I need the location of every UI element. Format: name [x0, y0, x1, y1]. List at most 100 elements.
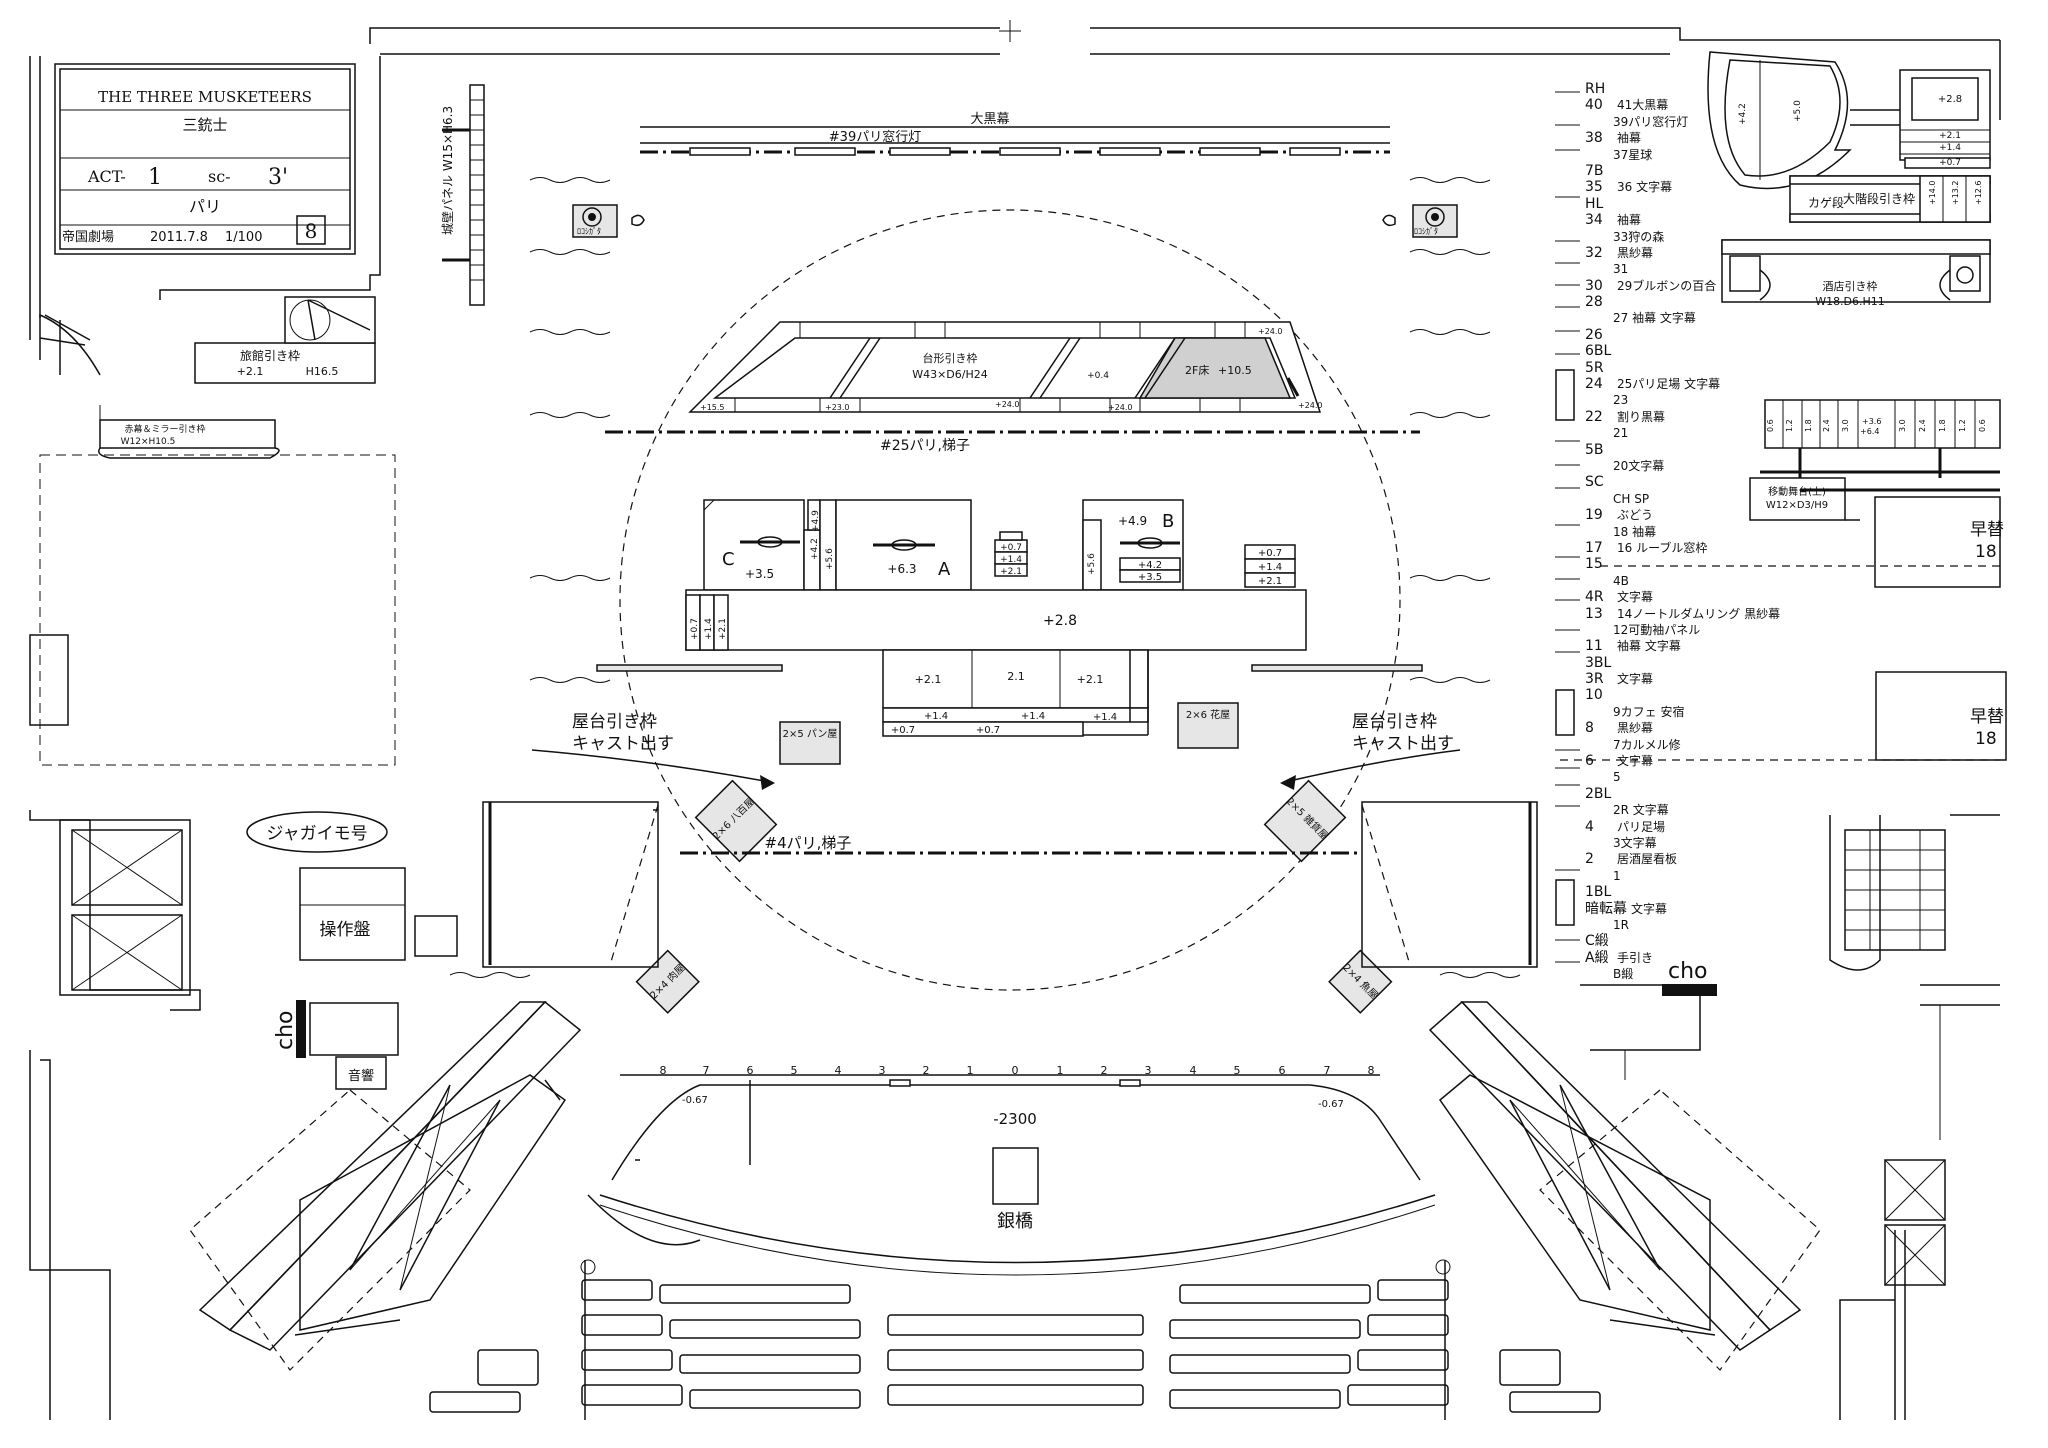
- flower-shop-label: 2×6 花屋: [1186, 708, 1230, 721]
- mob-10: 1.2: [1958, 419, 1967, 432]
- line-set-row: 1: [1585, 869, 1785, 885]
- line-set-label: 16 ルーブル窓枠: [1617, 540, 1708, 555]
- unit-a-label: A: [938, 559, 951, 580]
- seating: [429, 1259, 1601, 1420]
- mark-10: 2: [1101, 1064, 1108, 1077]
- line-set-number: 15: [1585, 556, 1603, 573]
- line-set-row: SC: [1585, 475, 1785, 491]
- yatai-left-2: キャスト出す: [572, 734, 674, 754]
- line-set-number: C緞: [1585, 933, 1609, 950]
- line-set-row: 7カルメル修: [1585, 738, 1785, 754]
- line-set-row: 33狩の森: [1585, 230, 1785, 246]
- line-set-number: 34: [1585, 212, 1603, 229]
- castle-wall-panel: [442, 84, 485, 306]
- tavern-dims: W18.D6.H11: [1815, 295, 1885, 308]
- line-set-row: 10: [1585, 688, 1785, 704]
- line-set-label: 33狩の森: [1613, 229, 1665, 244]
- line-set-row: 9カフェ 安宿: [1585, 705, 1785, 721]
- theatre-walls: [29, 20, 2001, 1420]
- line-set-row: 24 25パリ足場 文字幕: [1585, 377, 1785, 393]
- floor-2f: 2F床: [1185, 363, 1209, 377]
- unit-c-label: C: [722, 549, 735, 570]
- v-4-2: +4.2: [810, 538, 820, 560]
- lower2-1: +1.4: [1021, 711, 1045, 722]
- line-set-number: 6: [1585, 753, 1594, 770]
- mob-6: +6.4: [1860, 427, 1879, 436]
- line-set-number: 2: [1585, 851, 1594, 868]
- st-a-0: +0.7: [1000, 543, 1022, 553]
- line-set-ticks: [1555, 91, 1580, 963]
- right-top-h-4-2: +4.2: [1738, 103, 1748, 125]
- title-text: THE THREE MUSKETEERS: [98, 88, 312, 106]
- line-set-row: 21: [1585, 426, 1785, 442]
- h-24-c: +24.0: [1298, 401, 1323, 410]
- line-set-label: 7カルメル修: [1613, 737, 1681, 752]
- line-set-row: 31: [1585, 262, 1785, 278]
- line-set-number: 35: [1585, 179, 1603, 196]
- silver-bridge-label: 銀橋: [997, 1211, 1033, 1232]
- line-set-label: パリ足場: [1617, 819, 1666, 834]
- mob-4: 3.0: [1841, 419, 1850, 432]
- pit-label: -2300: [993, 1110, 1037, 1128]
- mark-11: 3: [1145, 1064, 1152, 1077]
- mob-9: 1.8: [1938, 419, 1947, 432]
- ladder-4-label: #4パリ,梯子: [765, 834, 852, 852]
- act-label: ACT-: [87, 167, 126, 186]
- line-set-label: 25パリ足場 文字幕: [1617, 377, 1721, 392]
- line-set-row: 5B: [1585, 441, 1785, 459]
- h-24-top: +24.0: [1258, 327, 1283, 336]
- line-set-number: 24: [1585, 376, 1603, 393]
- platform-label: 台形引き枠: [923, 351, 978, 365]
- mob-2: 1.8: [1804, 419, 1813, 432]
- right-cho-bar: [1662, 984, 1717, 996]
- mark-1: 7: [703, 1064, 710, 1077]
- left-corner-arc: [39, 313, 101, 376]
- line-set-number: 5B: [1585, 441, 1604, 458]
- line-set-row: 1BL: [1585, 885, 1785, 901]
- mirror-label: 赤幕＆ミラー引き枠: [124, 423, 205, 435]
- lower3-0: +0.7: [891, 725, 915, 736]
- line-set-number: 28: [1585, 294, 1603, 311]
- mark-14: 6: [1279, 1064, 1286, 1077]
- lower2-0: +1.4: [924, 711, 948, 722]
- line-set-row: 18 袖幕: [1585, 525, 1785, 541]
- right-spot-icon: [1382, 204, 1458, 238]
- stall-butcher: [635, 949, 700, 1014]
- line-set-label: 29ブルボンの百合: [1617, 278, 1717, 293]
- right-cho-label: cho: [1668, 959, 1708, 984]
- pit-left-edge: -0.67: [682, 1095, 708, 1106]
- location-text: パリ: [189, 197, 221, 216]
- line-set-label: 袖幕 文字幕: [1617, 639, 1681, 654]
- h-24-b: +24.0: [1108, 403, 1133, 412]
- line-set-number: 40: [1585, 97, 1603, 114]
- line-set-row: 1R: [1585, 918, 1785, 934]
- st-d-0: +0.7: [690, 618, 700, 640]
- stairs-a: [994, 531, 1028, 577]
- sheet-number: 8: [305, 219, 318, 243]
- main-deck-height: +2.8: [1043, 613, 1077, 629]
- mirror-dims: W12×H10.5: [121, 437, 176, 447]
- line-set-label: 3文字幕: [1613, 835, 1657, 850]
- inn-height: +2.1: [237, 365, 264, 378]
- v-5-6-b: +5.6: [1087, 553, 1097, 575]
- line-set-row: 6BL: [1585, 344, 1785, 360]
- line-set-row: 5: [1585, 770, 1785, 786]
- castle-panel-label: 城壁パネル W15×H6.3: [440, 106, 455, 235]
- mark-9: 1: [1057, 1064, 1064, 1077]
- yatai-left-1: 屋台引き枠: [572, 712, 657, 732]
- line-set-row: 28: [1585, 295, 1785, 311]
- stair-val-0: +14.0: [1928, 180, 1937, 205]
- flower-shop-box: [1177, 702, 1239, 749]
- forestage: [587, 1074, 1436, 1276]
- lower-1: 2.1: [1007, 670, 1025, 683]
- mobile-label: 移動舞台(上): [1768, 485, 1826, 498]
- mark-0: 8: [660, 1064, 667, 1077]
- venue-text: 帝国劇場: [62, 229, 114, 245]
- line-set-label: 23: [1613, 393, 1629, 408]
- right-tower: [1428, 1000, 1821, 1371]
